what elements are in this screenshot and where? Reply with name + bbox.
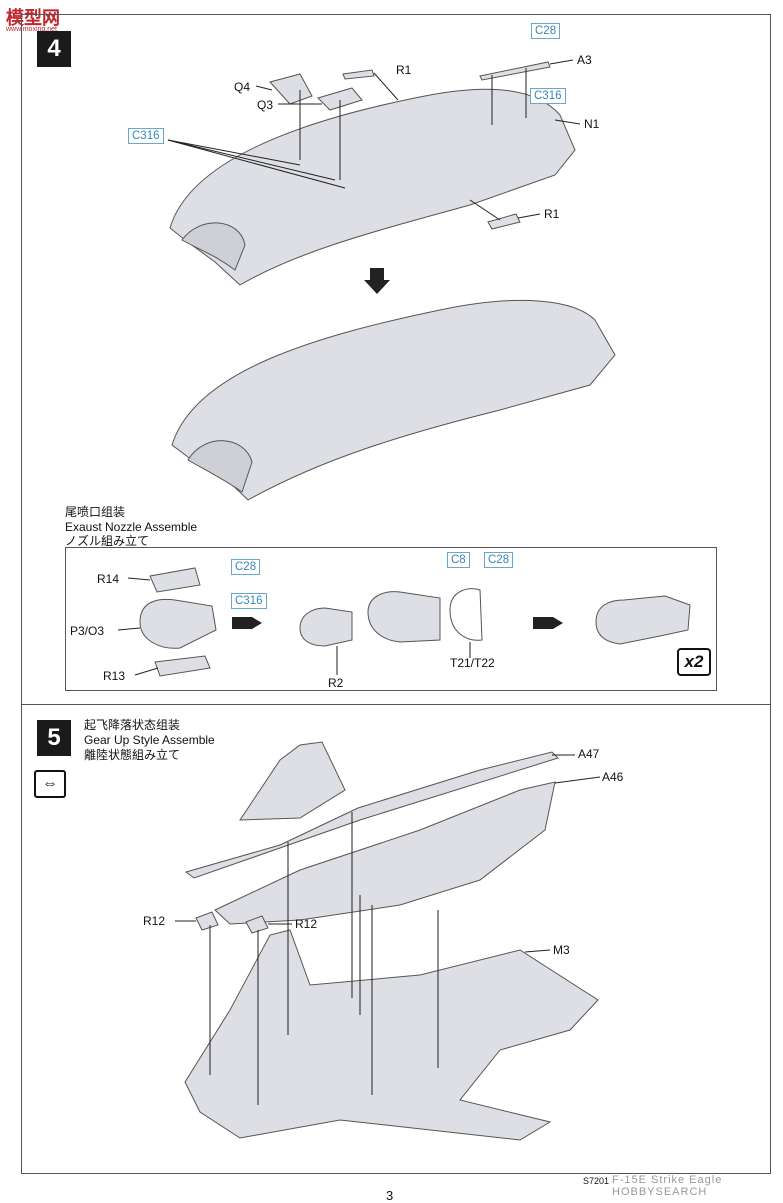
nozzle-r14-shape xyxy=(149,567,201,593)
ref-c28: C28 xyxy=(531,23,561,39)
part-a3-shape xyxy=(479,61,551,81)
sub-arrow-1-icon xyxy=(232,617,262,629)
label-n1: N1 xyxy=(584,117,600,131)
sub-title-jp: ノズル組み立て xyxy=(65,534,150,548)
nozzle-t21t22-ring xyxy=(449,588,483,641)
label-r1-top: R1 xyxy=(396,63,412,77)
label-r14: R14 xyxy=(97,572,120,586)
label-m3: M3 xyxy=(553,943,570,957)
label-r13: R13 xyxy=(103,669,126,683)
footer-text: F-15E Strike Eagle HOBBYSEARCH xyxy=(612,1174,723,1198)
step-divider xyxy=(21,704,771,705)
nozzle-p3o3-shape xyxy=(139,598,217,649)
ref-c316-left: C316 xyxy=(128,128,164,144)
nozzle-r2-shape xyxy=(299,607,353,647)
ref-c28-b: C28 xyxy=(484,552,514,568)
nozzle-assembled-shape xyxy=(595,595,691,645)
step-arrow-down-icon xyxy=(364,268,390,294)
page-number: 3 xyxy=(386,1188,394,1203)
label-r1-side: R1 xyxy=(544,207,560,221)
label-a46: A46 xyxy=(602,770,624,784)
site-logo: 模型网 xyxy=(6,8,60,28)
sub-title-cn: 尾喷口组装 xyxy=(65,505,126,519)
part-a47-shape xyxy=(184,751,559,879)
sub-title-en: Exaust Nozzle Assemble xyxy=(65,520,198,534)
label-r12-left: R12 xyxy=(143,914,166,928)
fuselage-assembled xyxy=(171,299,616,501)
step5-title-jp: 離陸状態組み立て xyxy=(84,748,181,762)
nozzle-r13-shape xyxy=(154,655,211,677)
quantity-multiplier: x2 xyxy=(677,648,711,676)
label-q3: Q3 xyxy=(257,98,274,112)
step5-title-cn: 起飞降落状态组装 xyxy=(84,718,181,732)
sub-arrow-2-icon xyxy=(533,617,563,629)
part-a46-shape xyxy=(214,781,556,925)
label-t21t22: T21/T22 xyxy=(450,656,495,670)
part-r1-top-shape xyxy=(342,69,375,80)
part-r1-side-shape xyxy=(487,213,521,230)
part-m3-shape xyxy=(184,929,599,1141)
mirror-symbol-icon: ⇔ xyxy=(34,770,66,798)
label-r2: R2 xyxy=(328,676,344,690)
step-4-badge: 4 xyxy=(37,31,71,67)
ref-c8: C8 xyxy=(447,552,470,568)
wing-panel-shape xyxy=(239,741,346,821)
footer-code: S7201 xyxy=(583,1176,610,1186)
ref-c316-sub: C316 xyxy=(231,593,267,609)
label-p3o3: P3/O3 xyxy=(70,624,105,638)
ref-c28-a: C28 xyxy=(231,559,261,575)
step-5-badge: 5 xyxy=(37,720,71,756)
label-a47: A47 xyxy=(578,747,600,761)
label-a3: A3 xyxy=(577,53,592,67)
nozzle-subassembly-box xyxy=(65,547,717,691)
label-q4: Q4 xyxy=(234,80,251,94)
part-q3-shape xyxy=(317,87,363,111)
site-logo-url: www.moxing.net xyxy=(6,26,57,33)
part-q4-shape xyxy=(269,73,313,105)
step5-title-en: Gear Up Style Assemble xyxy=(84,733,215,747)
instruction-frame xyxy=(21,14,771,1174)
part-r12-left-shape xyxy=(195,911,219,931)
part-r12-right-shape xyxy=(245,915,269,934)
nozzle-mid-shape xyxy=(367,591,441,643)
label-r12-right: R12 xyxy=(295,917,318,931)
ref-c316-right: C316 xyxy=(530,88,566,104)
